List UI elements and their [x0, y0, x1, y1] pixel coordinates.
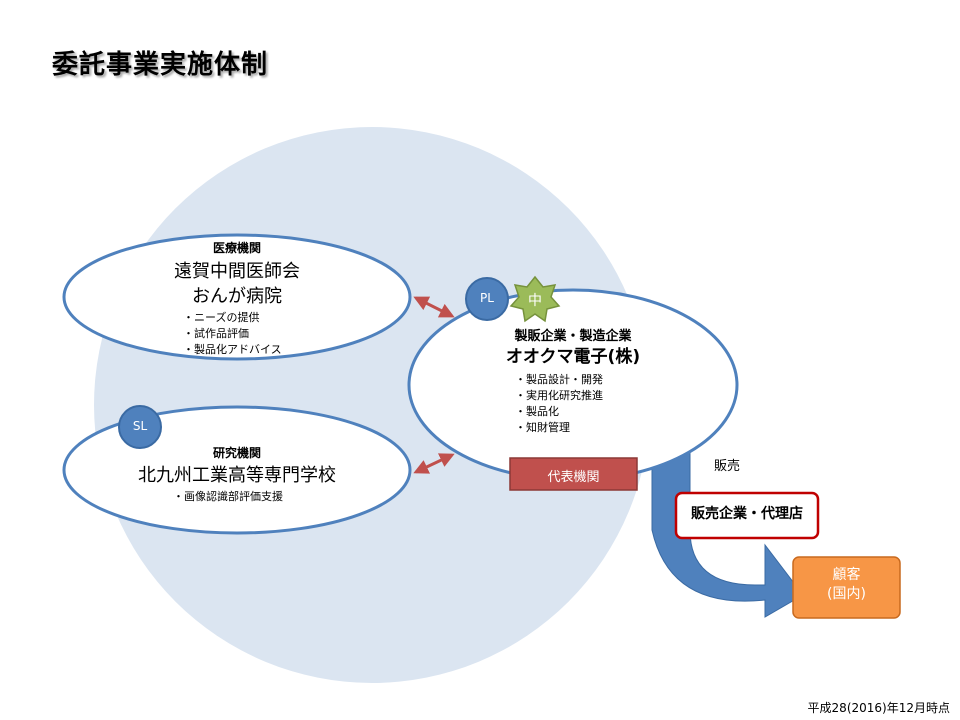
company-item: 実用化研究推進: [515, 388, 603, 404]
footer-note: 平成28(2016)年12月時点: [807, 701, 950, 715]
medical-item: 試作品評価: [183, 326, 282, 342]
research-name: 北九州工業高等専門学校: [138, 465, 336, 486]
pl-badge: [465, 277, 509, 321]
representative-box: [509, 457, 638, 491]
link-arrow-research: [413, 453, 455, 474]
medical-name-line1: 遠賀中間医師会: [174, 261, 300, 282]
sl-badge-label: SL: [132, 419, 148, 433]
company-item: 知財管理: [515, 420, 603, 436]
medical-item: ニーズの提供: [183, 310, 282, 326]
company-item: 製品設計・開発: [515, 372, 603, 388]
research-item: 画像認識部評価支援: [173, 489, 283, 505]
research-category: 研究機関: [212, 446, 261, 460]
company-item: 製品化: [515, 404, 603, 420]
sales-box: [674, 491, 820, 540]
medical-name-line2: おんが病院: [192, 286, 282, 307]
link-arrow-medical: [413, 296, 455, 318]
representative-label: 代表機関: [547, 470, 600, 485]
sales-arrow-label: 販売: [713, 459, 740, 474]
sales-box-label: 販売企業・代理店: [691, 506, 803, 522]
page-title: 委託事業実施体制: [52, 50, 269, 80]
company-name: オオクマ電子(株): [505, 347, 641, 367]
customer-label-line2: (国内): [827, 586, 866, 602]
medical-items: ニーズの提供 試作品評価 製品化アドバイス: [183, 310, 282, 358]
research-items: 画像認識部評価支援: [173, 489, 283, 505]
star-badge: [509, 275, 561, 323]
sl-badge: [118, 405, 162, 449]
medical-ellipse: [62, 233, 412, 361]
star-badge-label: 中: [528, 293, 542, 309]
company-category: 製販企業・製造企業: [514, 329, 632, 344]
customer-label-line1: 顧客: [832, 567, 861, 583]
medical-item: 製品化アドバイス: [183, 342, 282, 358]
medical-category: 医療機関: [212, 241, 261, 255]
customer-box: [792, 556, 901, 619]
company-items: 製品設計・開発 実用化研究推進 製品化 知財管理: [515, 372, 603, 436]
pl-badge-label: PL: [480, 291, 494, 305]
